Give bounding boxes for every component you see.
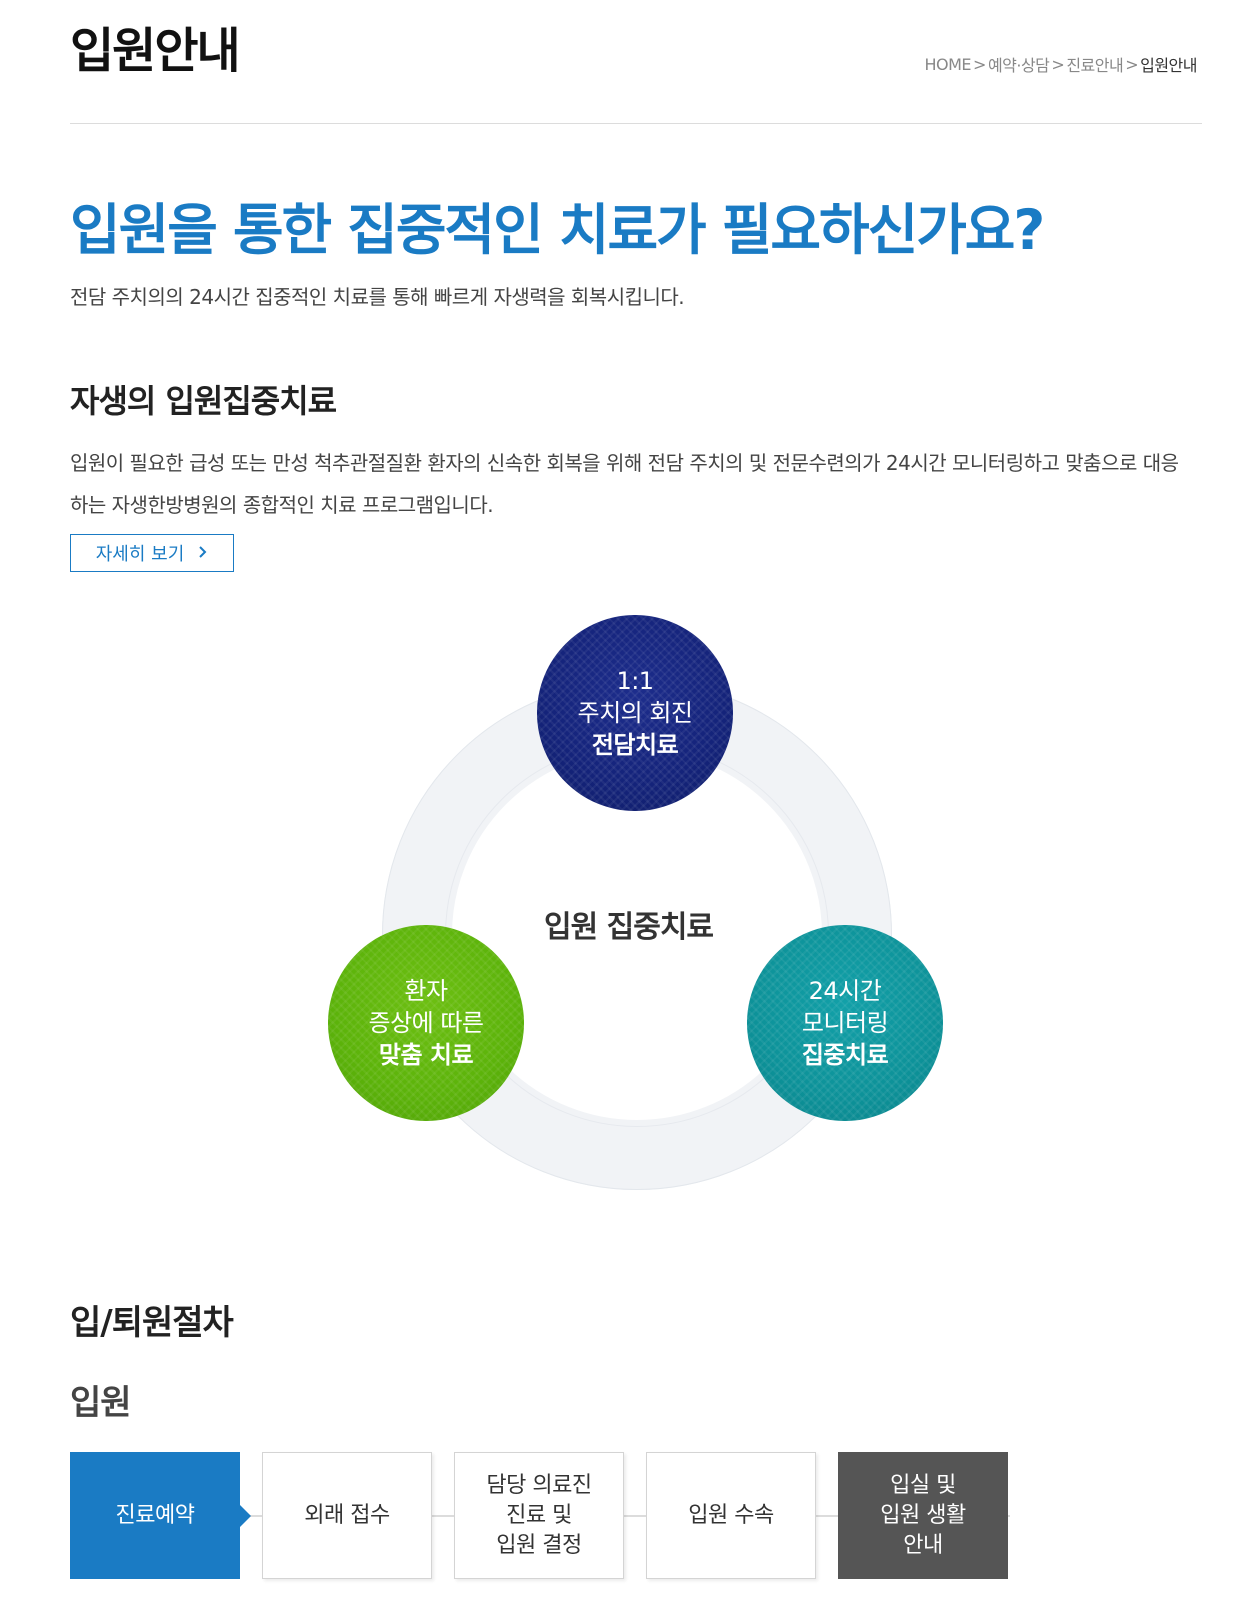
bubble-emphasis: 집중치료 <box>801 1041 889 1069</box>
bubble-line: 24시간 <box>808 977 882 1005</box>
hero-heading: 입원을 통한 집중적인 치료가 필요하신가요? <box>70 198 1045 262</box>
bubble-line: 모니터링 <box>801 1009 889 1037</box>
step-admission-procedure: 입원 수속 <box>646 1452 816 1579</box>
view-details-button[interactable]: 자세히 보기 <box>70 534 234 572</box>
section-title-procedure: 입/퇴원절차 <box>70 1303 234 1343</box>
bubble-emphasis: 맞춤 치료 <box>378 1041 474 1069</box>
bubble-dedicated-care: 1:1 주치의 회진 전담치료 <box>537 615 733 811</box>
view-details-label: 자세히 보기 <box>95 544 185 565</box>
section-description: 입원이 필요한 급성 또는 만성 척추관절질환 환자의 신속한 회복을 위해 전… <box>70 451 1179 517</box>
bubble-line: 증상에 따른 <box>368 1009 484 1037</box>
step-label: 안내 <box>903 1532 943 1558</box>
step-label: 진료예약 <box>115 1502 195 1528</box>
breadcrumb-reservation[interactable]: 예약·상담 <box>987 56 1050 75</box>
bubble-emphasis: 전담치료 <box>591 731 679 759</box>
step-outpatient-registration: 외래 접수 <box>262 1452 432 1579</box>
bubble-monitoring-care: 24시간 모니터링 집중치료 <box>747 925 943 1121</box>
breadcrumb-separator: > <box>1125 54 1139 74</box>
step-doctor-decision: 담당 의료진 진료 및 입원 결정 <box>454 1452 624 1579</box>
step-room-guide: 입실 및 입원 생활 안내 <box>838 1452 1008 1579</box>
step-label: 담당 의료진 <box>486 1472 592 1498</box>
diagram-center-label: 입원 집중치료 <box>543 910 714 945</box>
admission-steps: 진료예약 외래 접수 담당 의료진 진료 및 입원 결정 입원 수속 입실 및 … <box>70 1452 1010 1579</box>
breadcrumb-guide[interactable]: 진료안내 <box>1066 56 1124 75</box>
bubble-custom-care: 환자 증상에 따른 맞춤 치료 <box>328 925 524 1121</box>
page-title: 입원안내 <box>70 23 241 79</box>
breadcrumb-separator: > <box>973 54 986 74</box>
step-reservation: 진료예약 <box>70 1452 251 1579</box>
breadcrumb: HOME > 예약·상담 > 진료안내 > 입원안내 <box>924 52 1197 76</box>
section-title-intensive-care: 자생의 입원집중치료 <box>70 382 337 420</box>
hero-subtitle: 전담 주치의의 24시간 집중적인 치료를 통해 빠르게 자생력을 회복시킵니다… <box>70 285 685 309</box>
header-divider <box>70 123 1202 124</box>
step-label: 외래 접수 <box>304 1502 390 1528</box>
step-label: 입원 생활 <box>880 1502 966 1528</box>
chevron-right-icon <box>198 543 208 564</box>
active-step-arrow <box>239 1504 251 1528</box>
breadcrumb-separator: > <box>1051 54 1065 74</box>
step-label: 입원 수속 <box>688 1502 774 1528</box>
subsection-title-admission: 입원 <box>70 1383 132 1423</box>
bubble-line: 1:1 <box>616 667 654 695</box>
breadcrumb-home[interactable]: HOME <box>924 54 972 74</box>
bubble-line: 환자 <box>404 977 448 1005</box>
step-label: 입원 결정 <box>496 1532 582 1558</box>
step-label: 입실 및 <box>890 1472 956 1498</box>
intensive-care-diagram: 입원 집중치료 1:1 주치의 회진 전담치료 환자 증상에 따른 맞춤 치료 … <box>0 600 1257 1200</box>
bubble-line: 주치의 회진 <box>577 699 693 727</box>
step-label: 진료 및 <box>506 1502 572 1528</box>
breadcrumb-current: 입원안내 <box>1140 56 1197 75</box>
